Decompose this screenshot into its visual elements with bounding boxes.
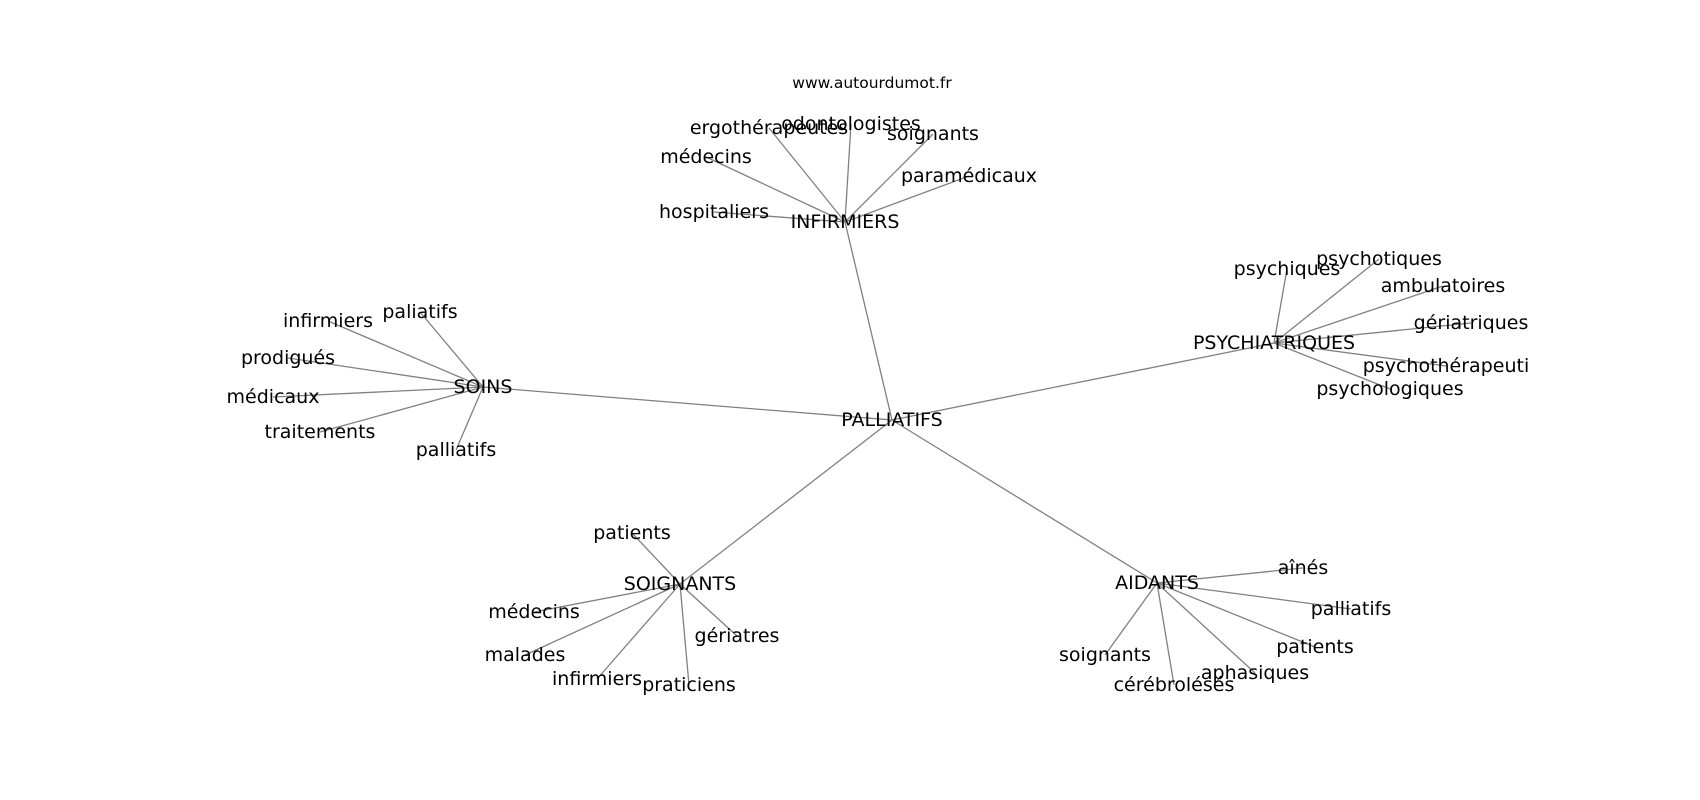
leaf-node-psychiatriques-psychologiques: psychologiques — [1316, 378, 1463, 400]
graph-edges — [272, 123, 1472, 686]
edge-psychiatriques-psychotherapeuti — [1273, 342, 1447, 367]
leaf-node-soins-paliatifs: paliatifs — [382, 301, 457, 323]
edge-root-psychiatriques — [891, 342, 1275, 421]
edge-aidants-aines — [1156, 567, 1304, 584]
leaf-node-infirmiers-ergotherapeutes: ergothérapeutes — [690, 117, 848, 139]
leaf-node-infirmiers-odontologistes: odontologistes — [781, 113, 921, 135]
edge-root-soins — [482, 386, 893, 421]
leaf-node-soins-infirmiers: infirmiers — [283, 310, 373, 332]
leaf-node-aidants-cerebroleses: cérébrolésés — [1114, 674, 1235, 696]
edge-infirmiers-odontologistes — [844, 123, 852, 223]
edge-aidants-patients — [1156, 582, 1316, 648]
edge-psychiatriques-psychiques — [1273, 268, 1288, 344]
leaf-node-soignants-medecins: médecins — [488, 601, 580, 623]
hub-node-soignants: SOIGNANTS — [624, 573, 736, 595]
leaf-node-infirmiers-paramedicaux: paramédicaux — [901, 165, 1037, 187]
edge-soins-traitements — [319, 386, 484, 433]
leaf-node-infirmiers-soignants: soignants — [887, 123, 979, 145]
leaf-node-aidants-aines: aînés — [1278, 557, 1329, 579]
edge-psychiatriques-geriatriques — [1273, 322, 1472, 344]
leaf-node-psychiatriques-geriatriques: gériatriques — [1414, 312, 1529, 334]
site-label: www.autourdumot.fr — [792, 74, 952, 92]
edge-soignants-geriatres — [679, 583, 738, 637]
edge-soignants-patients — [631, 532, 681, 585]
edge-aidants-cerebroleses — [1156, 582, 1175, 686]
graph-labels: www.autourdumot.fr PALLIATIFS INFIRMIERS m… — [227, 74, 1530, 696]
leaf-node-aidants-aphasiques: aphasiques — [1201, 662, 1309, 684]
leaf-node-psychiatriques-ambulatoires: ambulatoires — [1381, 275, 1506, 297]
edge-soins-infirmiers — [327, 320, 484, 388]
leaf-node-aidants-soignants: soignants — [1059, 644, 1151, 666]
leaf-node-infirmiers-medecins: médecins — [660, 146, 752, 168]
edge-psychiatriques-psychotiques — [1273, 258, 1380, 344]
edge-root-aidants — [891, 419, 1158, 584]
leaf-node-soignants-geriatres: gériatres — [695, 625, 780, 647]
leaf-node-soignants-infirmiers: infirmiers — [552, 668, 642, 690]
edge-infirmiers-hospitaliers — [713, 211, 846, 223]
leaf-node-aidants-patients: patients — [1276, 636, 1354, 658]
leaf-node-soins-palliatifs: palliatifs — [416, 439, 497, 461]
edge-aidants-palliatifs — [1156, 582, 1352, 610]
hub-node-aidants: AIDANTS — [1115, 572, 1199, 594]
edge-root-soignants — [679, 419, 893, 585]
edge-soins-paliatifs — [419, 311, 484, 388]
edge-infirmiers-medecins — [705, 156, 846, 223]
edge-aidants-aphasiques — [1156, 582, 1256, 674]
leaf-node-soignants-malades: malades — [485, 644, 566, 666]
edge-infirmiers-soignants — [844, 133, 934, 223]
edge-soignants-medecins — [533, 583, 681, 613]
edge-soignants-praticiens — [679, 583, 690, 686]
edge-psychiatriques-ambulatoires — [1273, 285, 1444, 344]
leaf-node-soignants-patients: patients — [593, 522, 671, 544]
edge-soins-palliatifs — [455, 386, 484, 451]
root-node-label: PALLIATIFS — [841, 409, 942, 431]
leaf-node-psychiatriques-psychotiques: psychotiques — [1316, 248, 1442, 270]
edge-infirmiers-paramedicaux — [844, 175, 970, 223]
leaf-node-aidants-palliatifs: palliatifs — [1311, 598, 1392, 620]
edge-infirmiers-ergotherapeutes — [768, 127, 846, 223]
edge-soignants-malades — [524, 583, 681, 656]
edge-psychiatriques-psychologiques — [1273, 342, 1391, 390]
leaf-node-psychiatriques-psychiques: psychiques — [1234, 258, 1341, 280]
edge-soignants-infirmiers — [596, 583, 681, 680]
hub-node-infirmiers: INFIRMIERS — [791, 211, 900, 233]
leaf-node-soins-prodigues: prodigués — [241, 347, 335, 369]
edge-soins-medicaux — [272, 386, 484, 398]
edge-aidants-soignants — [1104, 582, 1158, 656]
leaf-node-soins-traitements: traitements — [265, 421, 376, 443]
hub-node-psychiatriques: PSYCHIATRIQUES — [1193, 332, 1355, 354]
edge-soins-prodigues — [287, 357, 484, 388]
leaf-node-infirmiers-hospitaliers: hospitaliers — [659, 201, 769, 223]
edge-root-infirmiers — [844, 221, 893, 421]
leaf-node-soignants-praticiens: praticiens — [642, 674, 736, 696]
leaf-node-soins-medicaux: médicaux — [227, 386, 320, 408]
hub-node-soins: SOINS — [454, 376, 513, 398]
leaf-node-psychiatriques-psychotherapeuti: psychothérapeuti — [1363, 355, 1529, 377]
